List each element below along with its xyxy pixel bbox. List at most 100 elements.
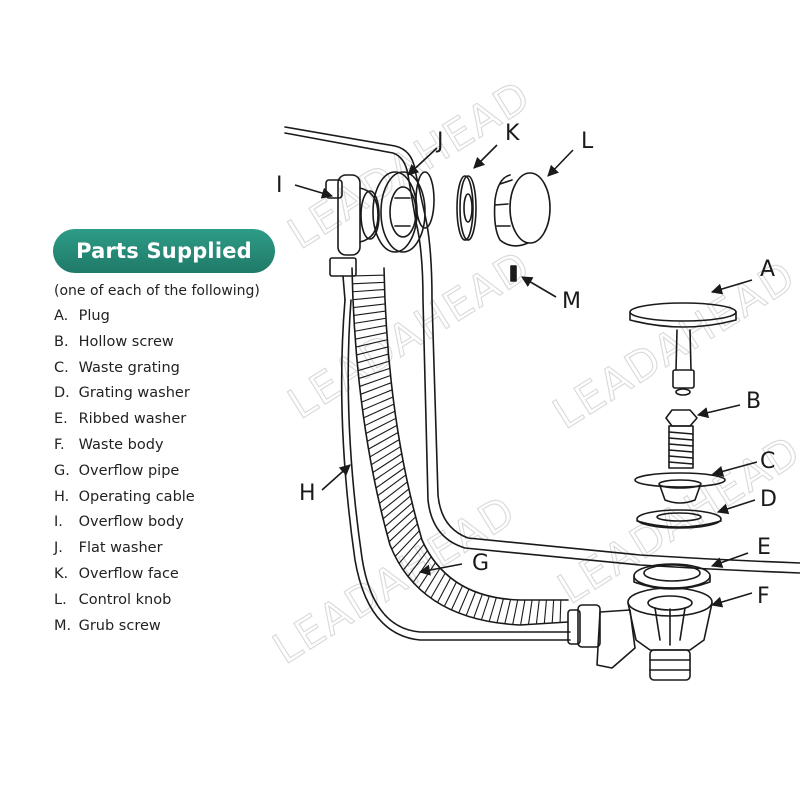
parts-list-item: C. Waste grating [54, 359, 195, 385]
pipe-rib [535, 599, 540, 625]
pipe-rib [386, 509, 415, 535]
part-key: I. [54, 514, 63, 531]
pipe-rib [384, 502, 413, 527]
callout-e: E [757, 535, 771, 560]
part-key: H. [54, 488, 70, 505]
parts-supplied-subtitle: (one of each of the following) [54, 283, 260, 299]
pipe-rib [364, 410, 396, 427]
part-key: K. [54, 565, 69, 582]
overflow-pipe-edge [383, 267, 569, 601]
pipe-rib [368, 432, 399, 450]
pipe-rib [352, 274, 385, 277]
pipe-rib [504, 599, 512, 624]
callout-f: F [757, 584, 770, 609]
callout-j: J [435, 129, 444, 154]
parts-supplied-title: Parts Supplied [76, 239, 252, 263]
bath-outline-inner [284, 132, 800, 574]
pipe-rib [356, 346, 389, 356]
ribbed-washer [633, 563, 711, 590]
parts-list-item: H. Operating cable [54, 488, 195, 514]
watermark-layer: LEADAHEAD LEADAHEAD LEADAHEAD LEADAHEAD … [264, 70, 800, 674]
watermark: LEADAHEAD [279, 71, 539, 259]
part-name: Overflow pipe [78, 462, 180, 479]
part-name: Grub screw [78, 617, 161, 634]
part-name: Flat washer [78, 540, 163, 557]
flat-washer [372, 171, 435, 253]
pipe-rib [559, 599, 562, 623]
pipe-rib [359, 375, 391, 387]
pipe-rib [473, 594, 483, 619]
pipe-rib [357, 353, 389, 364]
parts-supplied-badge: Parts Supplied [53, 229, 275, 273]
pipe-rib [366, 424, 398, 442]
pipe-rib [465, 591, 477, 616]
pipe-rib [480, 595, 490, 621]
plug [629, 302, 737, 396]
pipe-rib [374, 460, 404, 481]
callout-i: I [276, 173, 283, 198]
part-name: Hollow screw [78, 333, 174, 350]
pipe-rib [380, 488, 410, 512]
part-key: A. [54, 308, 69, 324]
part-key: C. [54, 359, 69, 376]
pipe-rib [488, 597, 497, 622]
part-name: Control knob [78, 591, 172, 608]
leader-lines [294, 144, 758, 608]
pipe-rib [443, 581, 457, 607]
pipe-rib [352, 281, 385, 285]
waste-grating [634, 472, 726, 504]
pipe-rib [391, 523, 418, 550]
parts-list-item: B. Hollow screw [54, 333, 195, 359]
callout-l: L [581, 129, 594, 154]
parts-list-item: I. Overflow body [54, 513, 195, 539]
part-name: Overflow body [78, 514, 184, 531]
parts-list-item: G. Overflow pipe [54, 462, 195, 488]
callout-a: A [760, 257, 775, 282]
pipe-rib [512, 599, 519, 625]
parts-list-item: F. Waste body [54, 436, 195, 462]
pipe-rib [430, 572, 446, 599]
pipe-rib [352, 296, 385, 301]
grub-screw [510, 265, 517, 282]
pipe-rib [450, 585, 464, 611]
callout-b: B [746, 389, 761, 414]
part-key: F. [54, 436, 65, 453]
pipe-rib [365, 417, 397, 435]
part-name: Plug [78, 308, 110, 324]
pipe-rib [355, 339, 388, 348]
operating-cable [340, 299, 571, 641]
part-key: L. [54, 591, 67, 608]
part-name: Operating cable [78, 488, 195, 505]
pipe-rib [354, 317, 387, 324]
callout-h: H [299, 481, 316, 506]
hollow-screw [665, 409, 698, 469]
parts-list-item: L. Control knob [54, 591, 195, 617]
part-name: Waste grating [78, 359, 180, 376]
pipe-rib [458, 588, 470, 614]
callout-labels: A B C D E F G H I J K L M [276, 121, 777, 609]
operating-cable [347, 299, 571, 633]
parts-list-item: A. Plug [54, 307, 195, 333]
pipe-rib [543, 599, 547, 624]
part-key: J. [54, 540, 63, 557]
parts-list-item: M. Grub screw [54, 617, 195, 643]
pipe-rib [527, 599, 533, 625]
pipe-rib [436, 577, 452, 603]
parts-list-item: D. Grating washer [54, 384, 195, 410]
pipe-rib [354, 324, 387, 332]
part-name: Waste body [78, 436, 164, 453]
part-key: G. [54, 462, 70, 479]
pipe-rib [382, 495, 411, 520]
pipe-rib [363, 403, 395, 419]
pipe-rib [520, 599, 526, 626]
pipe-rib [394, 530, 420, 557]
pipe-rib [375, 467, 405, 489]
pipe-rib [372, 453, 403, 473]
pipe-rib [424, 567, 441, 594]
watermark: LEADAHEAD [279, 241, 539, 429]
parts-list-item: J. Flat washer [54, 539, 195, 565]
pipe-rib [352, 288, 385, 293]
pipe-rib [358, 367, 390, 380]
